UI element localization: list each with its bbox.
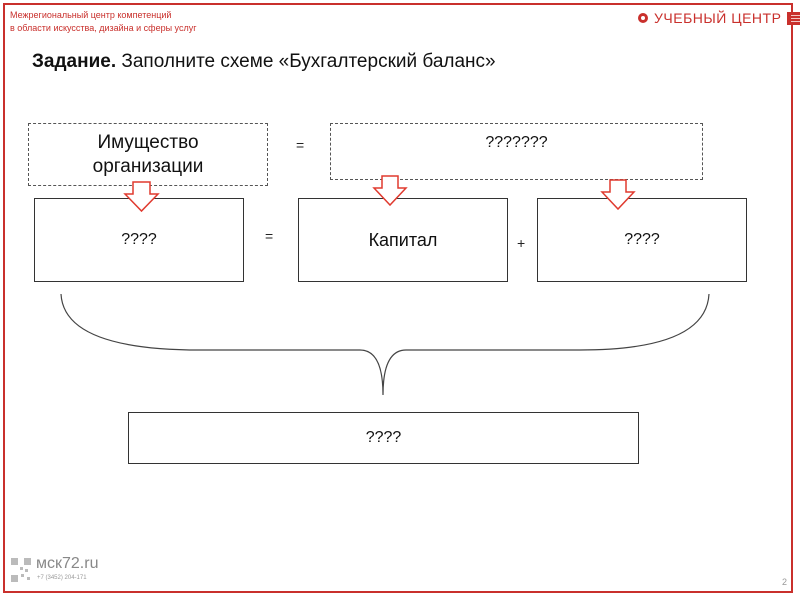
brand-name: УЧЕБНЫЙ ЦЕНТР (654, 10, 782, 26)
equals-sign-top: = (296, 137, 305, 153)
equals-sign-middle: = (265, 228, 274, 244)
arrow-down-icon (372, 175, 408, 207)
task-label: Задание. (32, 51, 117, 72)
qr-code-icon (10, 557, 32, 583)
circle-dot-icon (638, 13, 648, 23)
plus-sign: + (517, 235, 526, 251)
balance-box: ???? (128, 412, 639, 464)
org-name-line1: Межрегиональный центр компетенций (10, 10, 172, 20)
arrow-down-icon (600, 179, 636, 211)
brand-logo: УЧЕБНЫЙ ЦЕНТР (638, 9, 800, 27)
capital-box: Капитал (298, 198, 508, 282)
page-number: 2 (782, 577, 788, 587)
brand-badge-icon (787, 11, 800, 25)
slide-frame (3, 3, 793, 593)
assets-box: ???? (34, 198, 244, 282)
sources-box: ??????? (330, 123, 703, 180)
task-heading: Задание. Заполните схеме «Бухгалтерский … (32, 51, 496, 73)
arrow-down-icon (123, 181, 160, 213)
property-line2: организации (92, 155, 204, 177)
footer-site: мск72.ru (36, 555, 99, 572)
curly-brace (60, 293, 710, 396)
org-name-line2: в области искусства, дизайна и сферы усл… (10, 23, 197, 33)
property-line1: Имущество (97, 131, 199, 153)
liabilities-box: ???? (537, 198, 747, 282)
footer-phone: +7 (3452) 204-171 (37, 575, 87, 581)
task-text: Заполните схеме «Бухгалтерский баланс» (121, 51, 496, 72)
property-box: Имущество организации (28, 123, 268, 186)
